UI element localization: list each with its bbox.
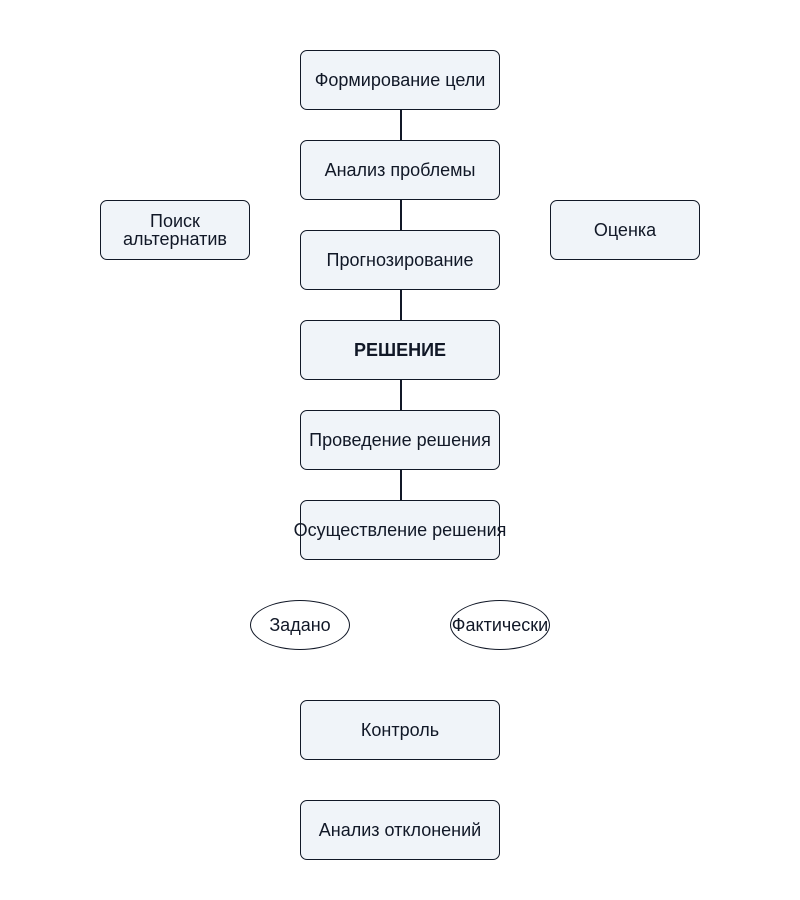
ellipse-actual: Фактически — [450, 600, 550, 650]
node-evaluation: Оценка — [550, 200, 700, 260]
connector-problem-forecasting — [400, 200, 402, 230]
connector-goal-problem — [400, 110, 402, 140]
node-implementation: Осуществление решения — [294, 500, 506, 560]
node-forecasting: Прогнозирование — [300, 230, 500, 290]
node-problem-analysis: Анализ проблемы — [300, 140, 500, 200]
node-search-alternatives: Поиск альтернатив — [100, 200, 250, 260]
connector-decision-conducting — [400, 380, 402, 410]
node-decision: РЕШЕНИЕ — [300, 320, 500, 380]
connector-conducting-implementation — [400, 470, 402, 500]
ellipse-given: Задано — [250, 600, 350, 650]
node-control: Контроль — [300, 700, 500, 760]
connector-forecasting-decision — [400, 290, 402, 320]
node-conducting-decision: Проведение решения — [300, 410, 500, 470]
node-deviation-analysis: Анализ отклонений — [300, 800, 500, 860]
node-goal-formation: Формирование цели — [300, 50, 500, 110]
